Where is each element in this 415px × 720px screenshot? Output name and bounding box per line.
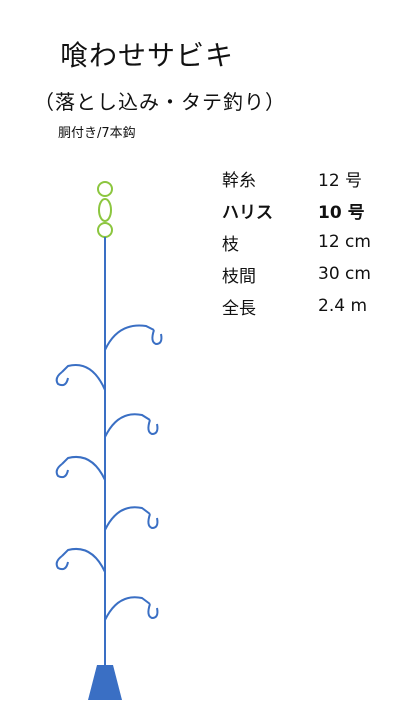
spec-value: 2.4 m [318, 296, 367, 316]
hook-icon [55, 555, 69, 571]
spec-label: 幹糸 [222, 170, 256, 191]
hook-branch-left-3 [55, 548, 106, 573]
spec-value: 10 号 [318, 202, 365, 223]
hook-branch-right-4 [104, 596, 159, 621]
spec-row-zencho: 全長 2.4 m [222, 290, 371, 322]
spec-value: 12 号 [318, 170, 363, 191]
spec-row-edakan: 枝間 30 cm [222, 258, 371, 290]
hook-branch-right-1 [104, 324, 163, 351]
spec-label: 全長 [222, 298, 256, 319]
hook-branch-left-2 [55, 456, 106, 481]
spec-value: 30 cm [318, 264, 371, 284]
hook-icon [147, 513, 159, 530]
subtitle: （落とし込み・タテ釣り） [34, 90, 286, 114]
spec-row-harisu: ハリス 10 号 [222, 194, 371, 226]
spec-label: ハリス [222, 202, 273, 223]
hook-branch-right-3 [104, 506, 159, 531]
swivel-icon [97, 181, 113, 238]
spec-row-eda: 枝 12 cm [222, 226, 371, 258]
hook-icon [151, 329, 163, 346]
hook-icon [147, 603, 159, 620]
spec-table: 幹糸 12 号 ハリス 10 号 枝 12 cm 枝間 30 cm 全長 2.4… [222, 162, 371, 322]
hook-branch-right-2 [104, 413, 159, 438]
hook-icon [55, 463, 69, 479]
sinker-icon [88, 665, 122, 700]
spec-value: 12 cm [318, 232, 371, 252]
hook-branch-left-1 [55, 364, 106, 391]
spec-row-mikiito: 幹糸 12 号 [222, 162, 371, 194]
spec-label: 枝間 [222, 266, 256, 287]
hook-icon [147, 419, 159, 436]
rig-type-note: 胴付き/7本鈎 [58, 126, 136, 141]
title: 喰わせサビキ [60, 39, 235, 72]
spec-label: 枝 [222, 234, 239, 255]
hook-icon [55, 371, 69, 387]
